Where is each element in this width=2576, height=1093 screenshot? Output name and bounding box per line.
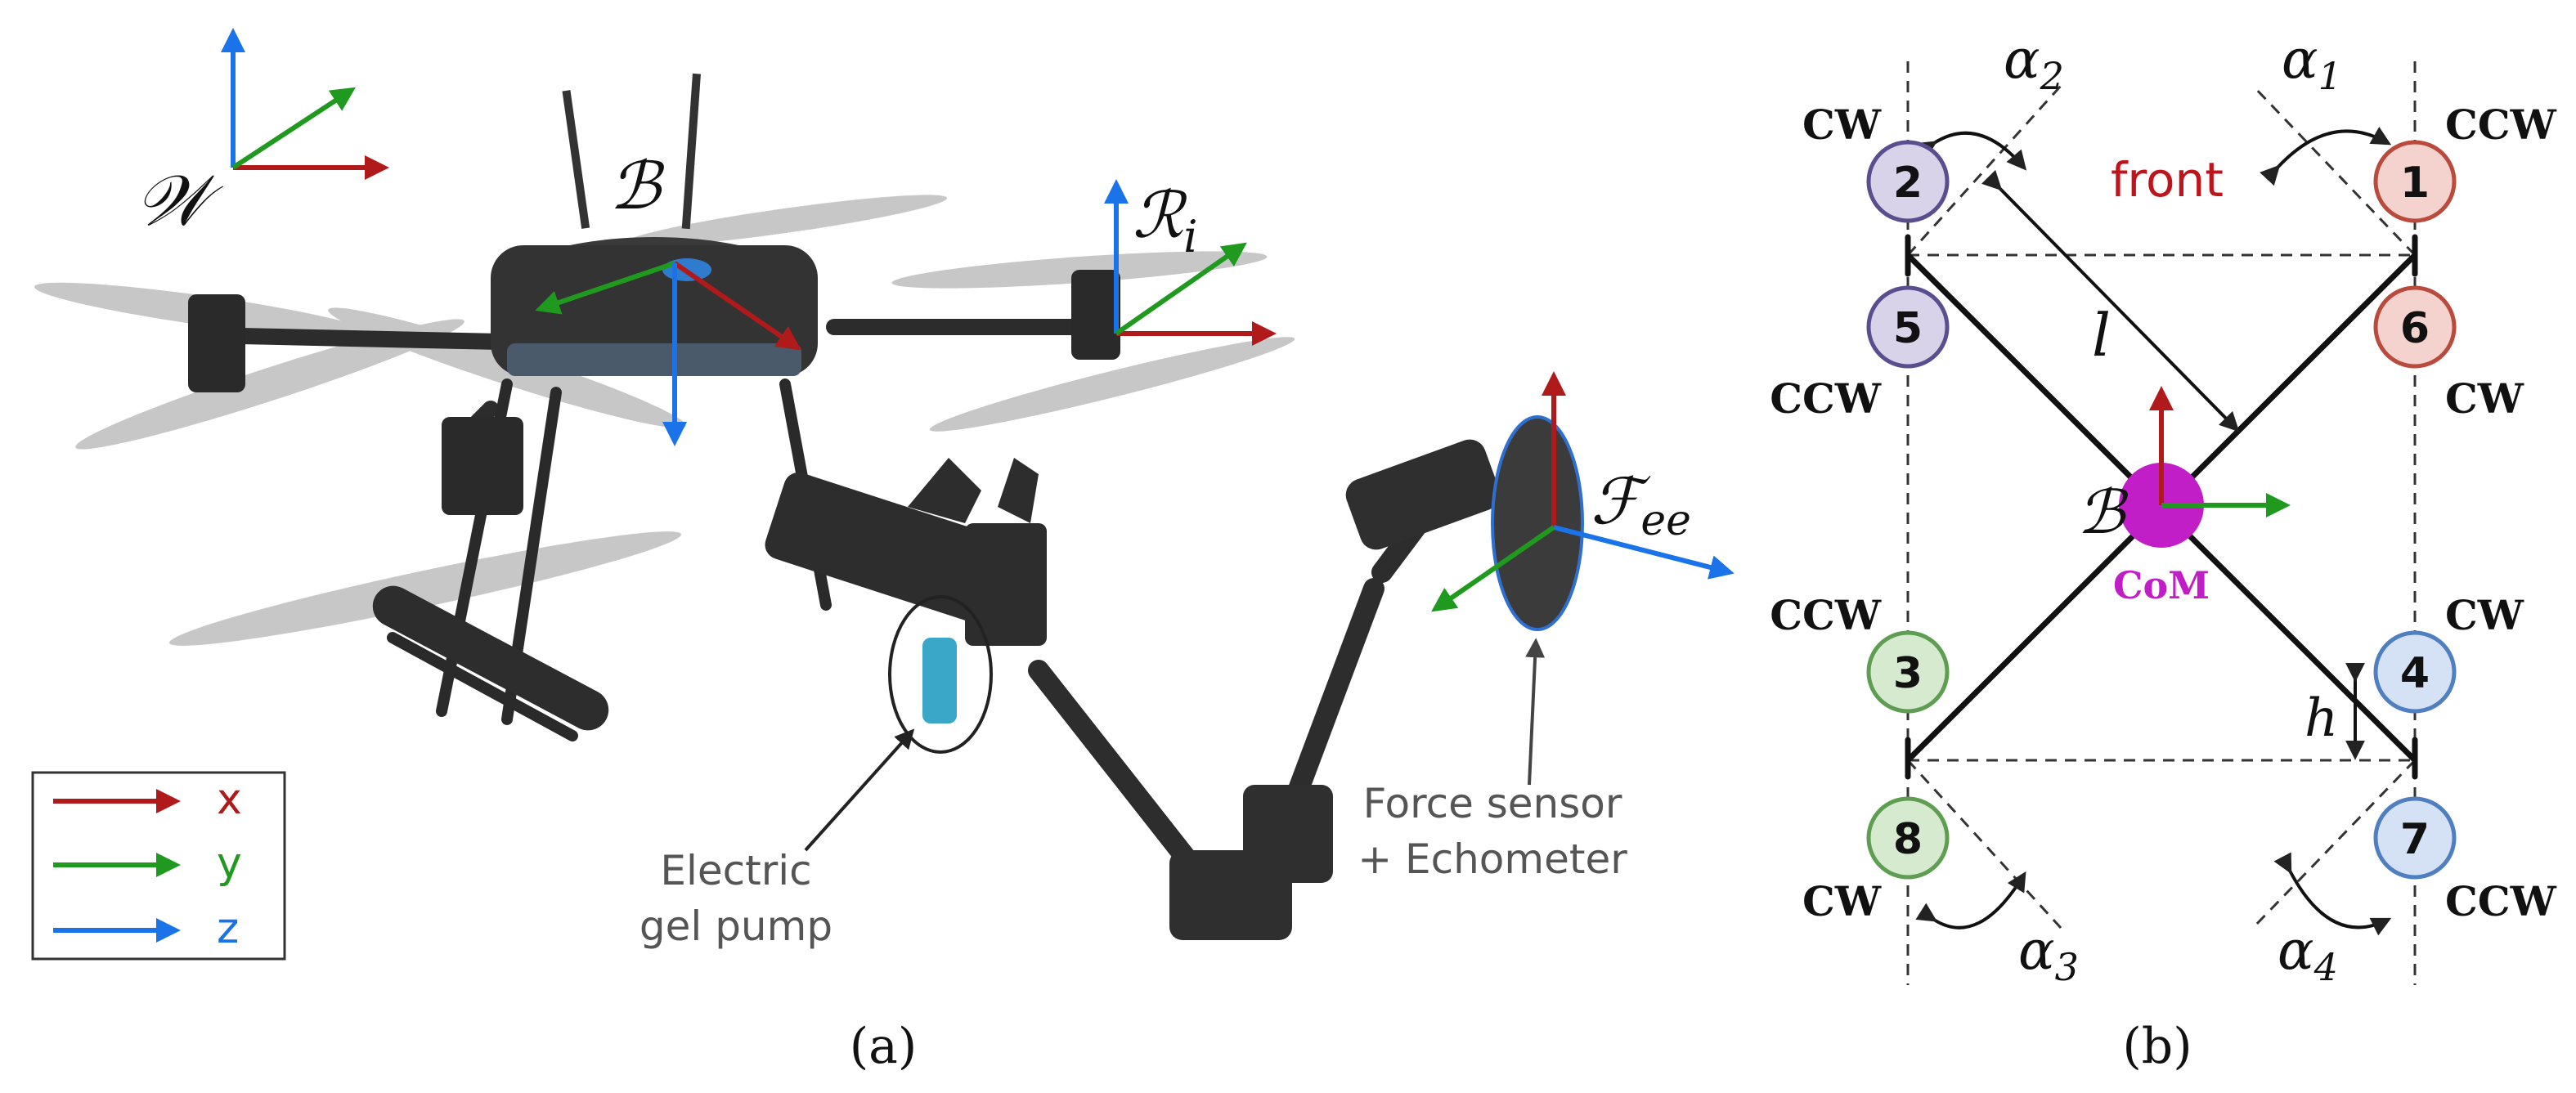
axis-legend: x y z xyxy=(31,771,286,961)
schematic: l h α2 α1 α3 α4 front ℬ CoM 1CCW2CW3CCW4… xyxy=(1770,28,2556,989)
rotor-8 xyxy=(1866,796,1950,880)
rotor-5 xyxy=(1866,285,1950,369)
rotor-3 xyxy=(1866,630,1950,714)
alpha2-arc xyxy=(1915,131,2027,171)
panel-b-label: (b) xyxy=(2122,1018,2192,1075)
legend-label-z: z xyxy=(217,904,239,953)
rotor-number-7: 7 xyxy=(2400,815,2430,864)
rotor-number-2: 2 xyxy=(1893,159,1923,208)
drone-photo xyxy=(34,73,1584,940)
gel-pump-label-2: gel pump xyxy=(640,903,832,950)
force-sensor-annotation: Force sensor + Echometer xyxy=(1358,638,1627,883)
gel-pump-annotation: Electric gel pump xyxy=(640,595,993,950)
rotor-6 xyxy=(2373,285,2457,369)
force-sensor-label-2: + Echometer xyxy=(1358,835,1627,883)
rotor-direction-6: CW xyxy=(2445,374,2524,423)
com-label: CoM xyxy=(2113,563,2210,607)
arm-length-label: l xyxy=(2092,301,2111,370)
rotor-direction-5: CCW xyxy=(1770,374,1882,423)
arm-length-dimension xyxy=(1981,169,2240,432)
rotor-2 xyxy=(1866,140,1950,223)
rotor-number-5: 5 xyxy=(1893,304,1923,353)
front-label: front xyxy=(2111,152,2224,208)
rotor-direction-7: CCW xyxy=(2445,877,2557,925)
legend-entry-y: y xyxy=(53,839,242,888)
legend-label-y: y xyxy=(217,839,242,888)
alpha4-arc xyxy=(2273,852,2392,936)
force-sensor-label-1: Force sensor xyxy=(1363,780,1622,827)
body-frame: ℬ xyxy=(535,148,801,446)
gel-pump-label-1: Electric xyxy=(660,847,811,894)
com-body-label: ℬ xyxy=(2077,477,2129,548)
rotor-4 xyxy=(2373,630,2457,714)
rotor-number-3: 3 xyxy=(1893,649,1923,698)
rotor-direction-8: CW xyxy=(1802,877,1882,925)
rotor-number-8: 8 xyxy=(1893,815,1923,864)
world-frame: 𝒲 xyxy=(135,28,389,242)
alpha4-label: α4 xyxy=(2278,919,2338,989)
legend-label-x: x xyxy=(217,775,242,824)
rotor-frame-label: ℛi xyxy=(1133,179,1198,262)
rotor-direction-3: CCW xyxy=(1770,591,1882,639)
rotor-number-6: 6 xyxy=(2400,304,2430,353)
alpha1-label: α1 xyxy=(2282,28,2342,98)
world-frame-label: 𝒲 xyxy=(135,160,223,242)
alpha3-label: α3 xyxy=(2018,919,2079,989)
alpha1-arc xyxy=(2260,127,2392,186)
body-frame-label: ℬ xyxy=(609,148,665,224)
rotor-7 xyxy=(2373,796,2457,880)
rotor-direction-2: CW xyxy=(1802,101,1882,149)
height-label: h xyxy=(2304,688,2338,749)
rotor-number-1: 1 xyxy=(2400,159,2430,208)
rotor-frame: ℛi xyxy=(1104,179,1277,346)
rotor-number-4: 4 xyxy=(2400,649,2430,698)
legend-entry-z: z xyxy=(53,904,239,953)
rotor-1 xyxy=(2373,140,2457,223)
panel-a-label: (a) xyxy=(850,1018,918,1075)
rotor-direction-1: CCW xyxy=(2445,101,2557,149)
rotor-direction-4: CW xyxy=(2445,591,2524,639)
ee-frame-label: ℱee xyxy=(1591,465,1691,545)
alpha2-label: α2 xyxy=(2004,28,2064,98)
legend-entry-x: x xyxy=(53,775,242,824)
alpha3-arc xyxy=(1915,871,2026,929)
